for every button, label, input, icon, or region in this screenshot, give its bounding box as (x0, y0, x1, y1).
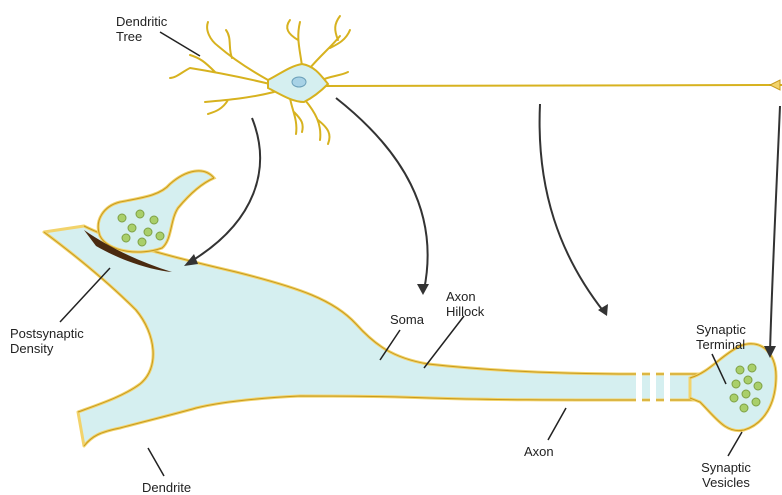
small-neuron (170, 16, 782, 144)
label-synaptic-terminal: Synaptic Terminal (696, 322, 746, 352)
label-soma: Soma (390, 312, 424, 327)
leader-axon-hillock (424, 316, 464, 368)
arrow-terminal (770, 106, 780, 352)
small-nucleus (292, 77, 306, 87)
dendritic-branch (287, 20, 302, 66)
dendritic-branch (310, 16, 350, 68)
dendritic-branch (207, 22, 268, 80)
arrow-soma (336, 98, 428, 290)
arrowhead (417, 284, 429, 295)
large-neuron-fill (44, 226, 720, 446)
dendritic-branch (170, 55, 270, 84)
label-axon: Axon (524, 444, 554, 459)
leader-dendrite (148, 448, 164, 476)
leader-synaptic-vesicles (728, 432, 742, 456)
leader-axon (548, 408, 566, 440)
label-postsynaptic-density: Postsynaptic Density (10, 326, 84, 356)
small-axon-terminal (770, 80, 780, 90)
arrow-axon (540, 104, 604, 312)
arrow-dendrite (190, 118, 260, 262)
dendritic-branch (322, 72, 348, 80)
label-synaptic-vesicles: Synaptic Vesicles (690, 460, 762, 490)
small-axon (325, 85, 782, 86)
dendritic-branch (305, 100, 330, 144)
dendritic-branch (205, 92, 274, 114)
axon-gap (636, 368, 670, 406)
label-axon-hillock: Axon Hillock (446, 289, 484, 319)
dendritic-branch (290, 98, 303, 134)
label-dendritic-tree: Dendritic Tree (116, 14, 167, 44)
presynaptic-terminal (98, 171, 214, 252)
leader-postsynaptic-density (60, 268, 110, 322)
